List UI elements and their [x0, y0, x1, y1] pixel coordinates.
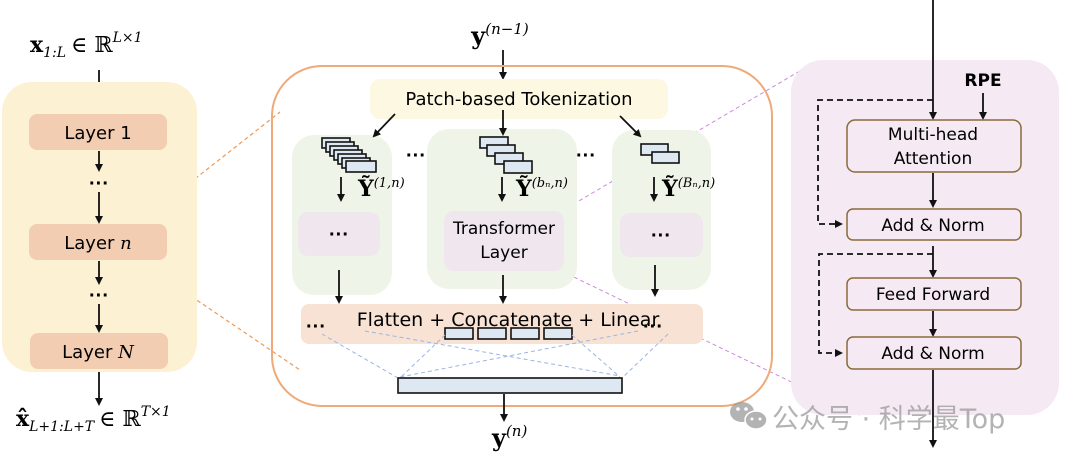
feed-forward-label: Feed Forward	[876, 285, 990, 305]
merge-label: Flatten + Concatenate + Linear	[357, 309, 660, 331]
left-stack: x1:L∈ ℝL×1 Layer 1 ··· Layer n ··· Layer…	[2, 30, 197, 435]
wechat-icon	[730, 402, 768, 430]
layer-1-box	[29, 114, 167, 150]
layer-N-box	[30, 333, 168, 369]
layer-n-expanded-border	[271, 65, 773, 407]
layer-input-label: y(n−1)	[470, 20, 529, 50]
between-ellipsis-2: ···	[576, 145, 596, 167]
mha-line2: Attention	[894, 149, 972, 169]
patch-stack-b	[479, 136, 533, 174]
ellipsis-2: ···	[89, 285, 109, 307]
add-norm-label-2: Add & Norm	[881, 344, 984, 364]
inner-box-1	[298, 212, 380, 256]
tokenization-box	[370, 79, 668, 119]
add-norm-label-1: Add & Norm	[881, 216, 984, 236]
merge-ellipsis-right: ···	[643, 316, 663, 338]
token-label-b: Ỹ(bₙ,n)	[515, 175, 568, 202]
add-norm-box-2	[846, 336, 1022, 370]
ellipsis-1: ···	[89, 173, 109, 195]
layer-n-box	[29, 224, 167, 260]
tokenization-label: Patch-based Tokenization	[405, 89, 632, 110]
add-norm-box-1	[846, 208, 1022, 241]
inner-ellipsis-1: ···	[329, 224, 349, 246]
token-label-1: Ỹ(1,n)	[357, 175, 405, 202]
inner-box-B	[620, 213, 703, 257]
layer-output-label: y(n)	[491, 422, 527, 452]
transformer-layer-box	[444, 211, 564, 271]
token-label-B: Ỹ(Bₙ,n)	[661, 175, 715, 202]
inner-ellipsis-B: ···	[651, 225, 671, 247]
projection-lines	[321, 330, 669, 379]
layer-1-label: Layer 1	[64, 123, 131, 144]
watermark: 公众号 · 科学最Top	[730, 402, 1005, 435]
patch-stack-1	[321, 137, 377, 173]
between-ellipsis-1: ···	[406, 145, 426, 167]
rpe-label: RPE	[964, 71, 1001, 91]
input-series-label: x1:L∈ ℝL×1	[30, 30, 143, 61]
transformer-layer-line2: Layer	[480, 243, 527, 263]
flattened-patches	[444, 327, 573, 340]
patch-stack-B	[640, 143, 680, 164]
layer-N-label: Layer N	[62, 342, 135, 363]
output-series-label: x̂L+1:L+T∈ ℝT×1	[16, 404, 171, 435]
watermark-text: 公众号 · 科学最Top	[772, 404, 1005, 435]
merge-ellipsis-left: ···	[306, 316, 326, 338]
mha-line1: Multi-head	[888, 125, 978, 145]
multi-head-attention-box	[846, 119, 1022, 173]
output-vector	[397, 377, 623, 394]
layer-n-label: Layer n	[64, 233, 132, 254]
transformer-layer-detail: RPE Multi-head Attention Add & Norm Feed…	[791, 0, 1059, 448]
merge-box	[301, 304, 703, 344]
transformer-layer-line1: Transformer	[452, 219, 555, 239]
feed-forward-box	[846, 277, 1022, 311]
middle-block: y(n−1) Patch-based Tokenization	[271, 20, 773, 452]
